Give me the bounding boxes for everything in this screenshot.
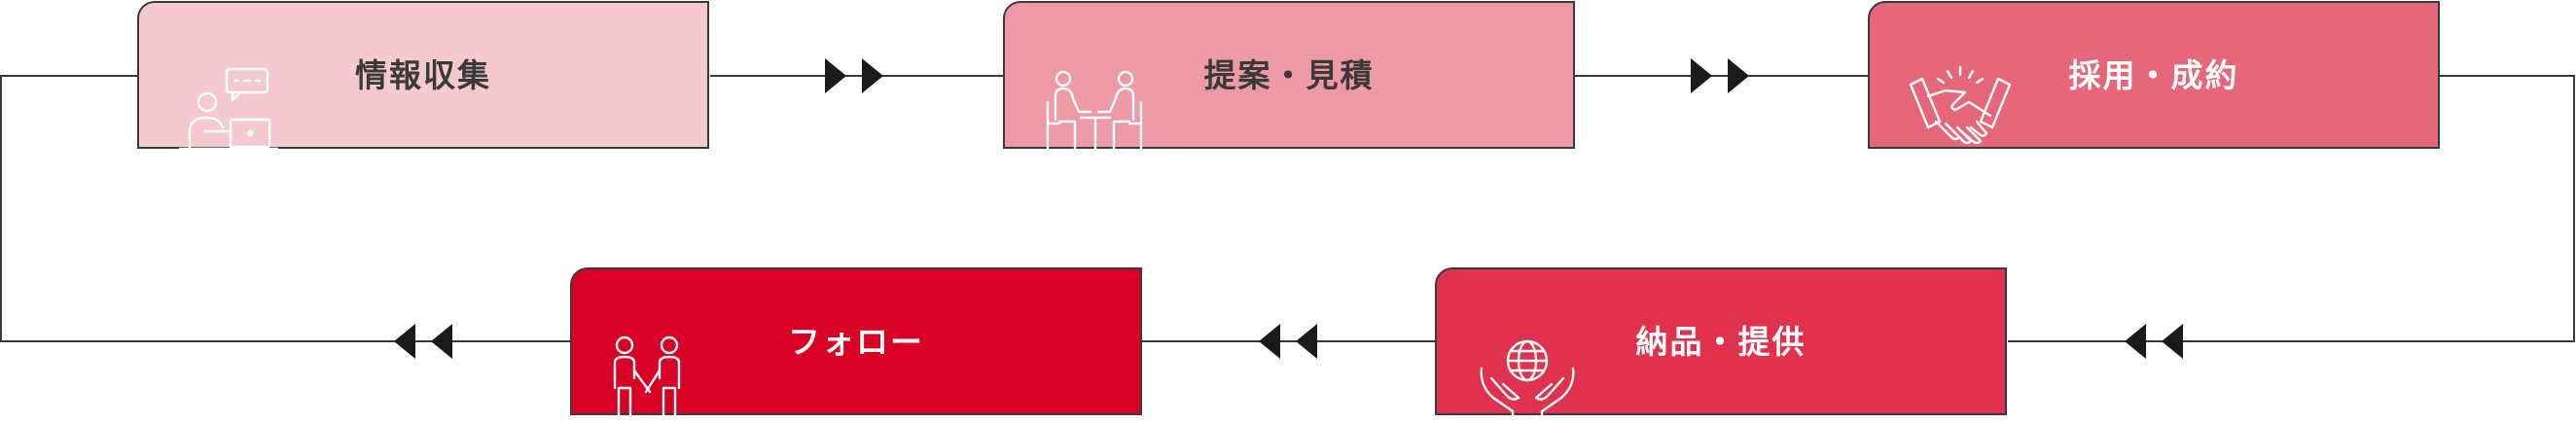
icon-svg <box>1480 339 1575 417</box>
icon-svg <box>178 67 279 151</box>
icon-svg <box>1046 70 1143 151</box>
step-label: 情報収集 <box>355 56 491 94</box>
two-people-holding-hands-icon <box>601 335 708 423</box>
double-arrow-left-3 <box>394 324 452 359</box>
step-label: 納品・提供 <box>1635 323 1807 361</box>
flow-line-right <box>2008 75 2575 342</box>
arrowhead-left-icon <box>1296 324 1317 359</box>
arrowhead-left-icon <box>2125 324 2146 359</box>
arrowhead-right-icon <box>1728 58 1749 93</box>
person-laptop-chat-icon <box>176 63 283 151</box>
step-proposal-estimate: 提案・見積 <box>1003 1 1575 151</box>
step-follow-up: フォロー <box>570 267 1142 423</box>
arrowhead-left-icon <box>394 324 415 359</box>
arrowhead-right-icon <box>825 58 846 93</box>
globe-in-hands-icon <box>1474 330 1581 417</box>
double-arrow-left-1 <box>2125 324 2183 359</box>
arrowhead-left-icon <box>431 324 452 359</box>
double-arrow-right-1 <box>825 58 883 93</box>
double-arrow-left-2 <box>1259 324 1317 359</box>
step-label: 採用・成約 <box>2068 56 2239 94</box>
icon-svg <box>1909 65 2012 145</box>
step-information-gathering: 情報収集 <box>137 1 709 151</box>
handshake-icon <box>1907 63 2014 151</box>
step-delivery-provision: 納品・提供 <box>1435 267 2007 417</box>
icon-svg <box>613 335 681 423</box>
step-adoption-contract: 採用・成約 <box>1868 1 2440 149</box>
flow-line-top <box>0 75 570 342</box>
step-label: 提案・見積 <box>1203 56 1375 94</box>
arrowhead-left-icon <box>1259 324 1280 359</box>
meeting-at-table-icon <box>1042 63 1149 151</box>
double-arrow-right-2 <box>1691 58 1749 93</box>
arrowhead-right-icon <box>862 58 883 93</box>
arrowhead-left-icon <box>2162 324 2183 359</box>
step-label: フォロー <box>788 323 924 361</box>
arrowhead-right-icon <box>1691 58 1712 93</box>
